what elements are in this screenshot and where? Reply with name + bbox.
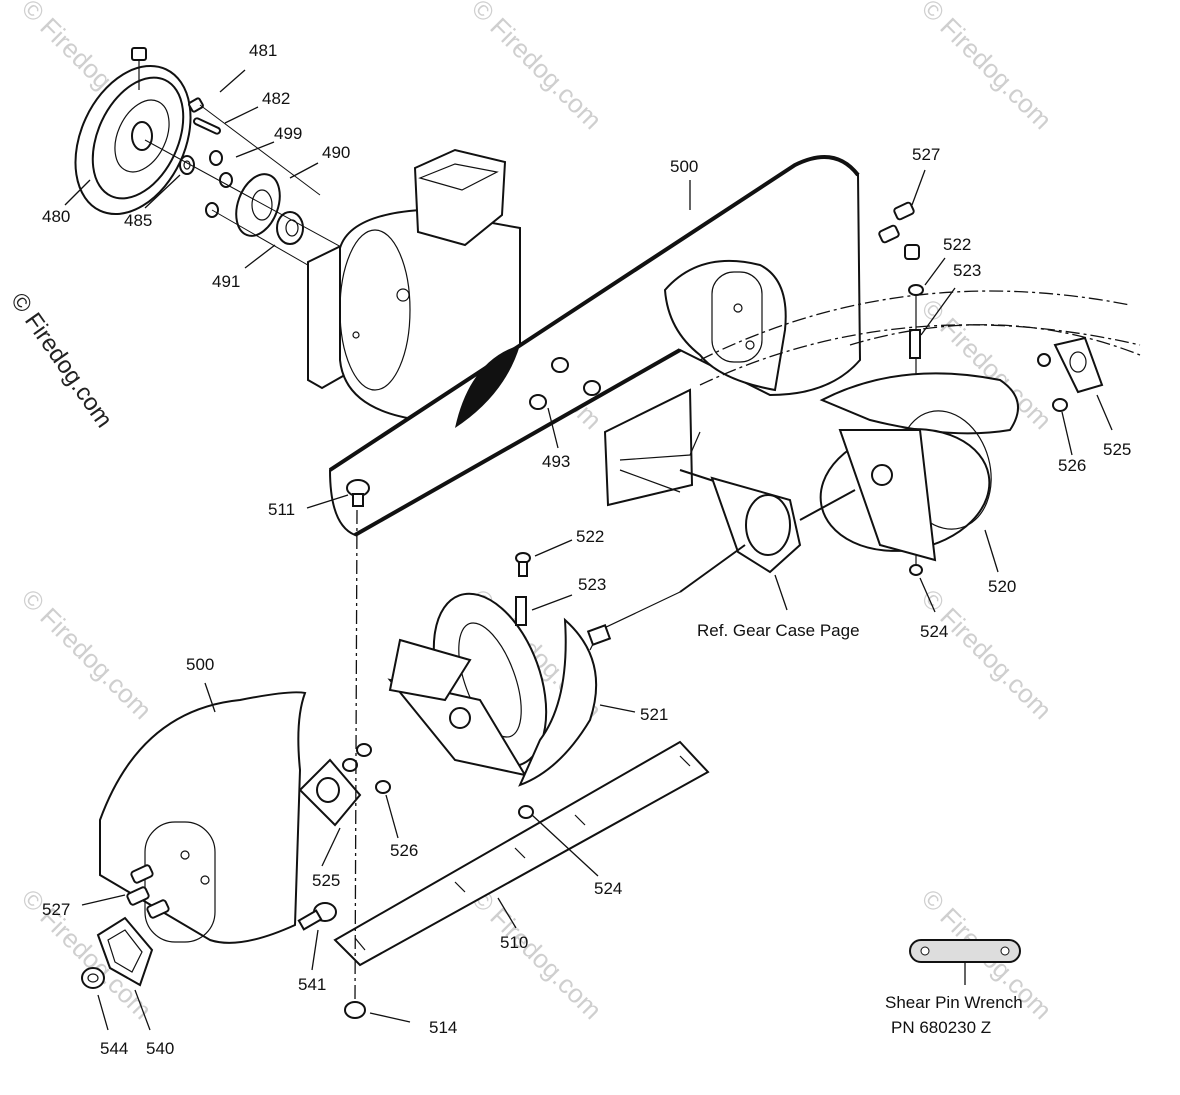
bolts-lower-flange: [342, 743, 372, 772]
callout-523-lower: 523: [578, 575, 606, 594]
dash-line-3: [849, 324, 1141, 356]
watermark-6: © Firedog.com: [16, 583, 158, 725]
side-watermark: © Firedog.com: [5, 288, 118, 433]
callout-labels: 481 482 499 490 480 485 491 500 527 522 …: [42, 41, 1131, 1058]
nuts-499: [205, 150, 233, 218]
bolts-527-upper: [878, 201, 920, 260]
callout-500-lower: 500: [186, 655, 214, 674]
callout-540: 540: [146, 1039, 174, 1058]
wrench-name: Shear Pin Wrench: [885, 993, 1023, 1012]
callout-500-upper: 500: [670, 157, 698, 176]
callout-491: 491: [212, 272, 240, 291]
callout-541: 541: [298, 975, 326, 994]
callout-526-lower: 526: [390, 841, 418, 860]
callout-524-upper: 524: [920, 622, 948, 641]
leader-lines: [64, 69, 1113, 1031]
nut-544: [81, 967, 105, 989]
callout-510: 510: [500, 933, 528, 952]
bolt-511: [346, 479, 370, 507]
watermark-10: © Firedog.com: [466, 883, 608, 1025]
bearing-491: [276, 211, 304, 245]
skid-540: [96, 916, 154, 987]
nut-526-lower: [375, 780, 391, 794]
callout-514: 514: [429, 1018, 457, 1037]
housing-500-lower: [99, 691, 307, 944]
bolt-482: [188, 97, 221, 135]
shear-pin-523-lower: [515, 596, 527, 626]
bolts-527-lower: [126, 864, 170, 919]
bearing-flange-525-upper: [1053, 336, 1104, 394]
wrench-part-number: PN 680230 Z: [891, 1018, 991, 1037]
nut-514: [344, 1001, 366, 1019]
callout-521: 521: [640, 705, 668, 724]
callout-485: 485: [124, 211, 152, 230]
callout-520: 520: [988, 577, 1016, 596]
nut-524-lower: [518, 805, 534, 819]
callout-522-upper: 522: [943, 235, 971, 254]
bolt-481: [131, 47, 147, 90]
shear-pin-523-upper: [909, 329, 921, 359]
shear-pin-wrench-icon: [909, 939, 1021, 963]
callout-523-upper: 523: [953, 261, 981, 280]
impeller-plate: [603, 388, 701, 507]
scraper-bar-510: [333, 740, 710, 967]
callout-526-upper: 526: [1058, 456, 1086, 475]
callout-527-lower: 527: [42, 900, 70, 919]
callout-481: 481: [249, 41, 277, 60]
shear-bolt-522-lower: [515, 552, 531, 577]
dash-line-1: [699, 290, 1131, 361]
pulley-480: [74, 64, 192, 216]
bearing-flange-525-lower: [298, 758, 362, 827]
callout-482: 482: [262, 89, 290, 108]
callout-522-lower: 522: [576, 527, 604, 546]
callout-527-upper: 527: [912, 145, 940, 164]
callout-524-lower: 524: [594, 879, 622, 898]
callout-480: 480: [42, 207, 70, 226]
callout-499: 499: [274, 124, 302, 143]
callout-525-upper: 525: [1103, 440, 1131, 459]
bolt-541: [297, 902, 337, 931]
callout-490: 490: [322, 143, 350, 162]
callout-525-lower: 525: [312, 871, 340, 890]
watermark-3: © Firedog.com: [916, 0, 1058, 135]
callout-493: 493: [542, 452, 570, 471]
callout-511: 511: [268, 500, 295, 519]
dash-line-vertical: [354, 509, 358, 1001]
nut-526-upper: [1037, 353, 1068, 412]
gear-case-reference: Ref. Gear Case Page: [697, 621, 860, 640]
dash-line-2: [699, 324, 1141, 386]
nut-524-upper: [909, 564, 923, 576]
watermark-8: © Firedog.com: [916, 583, 1058, 725]
watermark-2: © Firedog.com: [466, 0, 608, 135]
washer-485: [179, 155, 195, 175]
housing-500-upper: [307, 148, 862, 537]
auger-520: [819, 372, 1019, 562]
callout-544: 544: [100, 1039, 128, 1058]
bolts-493: [529, 357, 601, 410]
auger-521: [387, 592, 612, 787]
